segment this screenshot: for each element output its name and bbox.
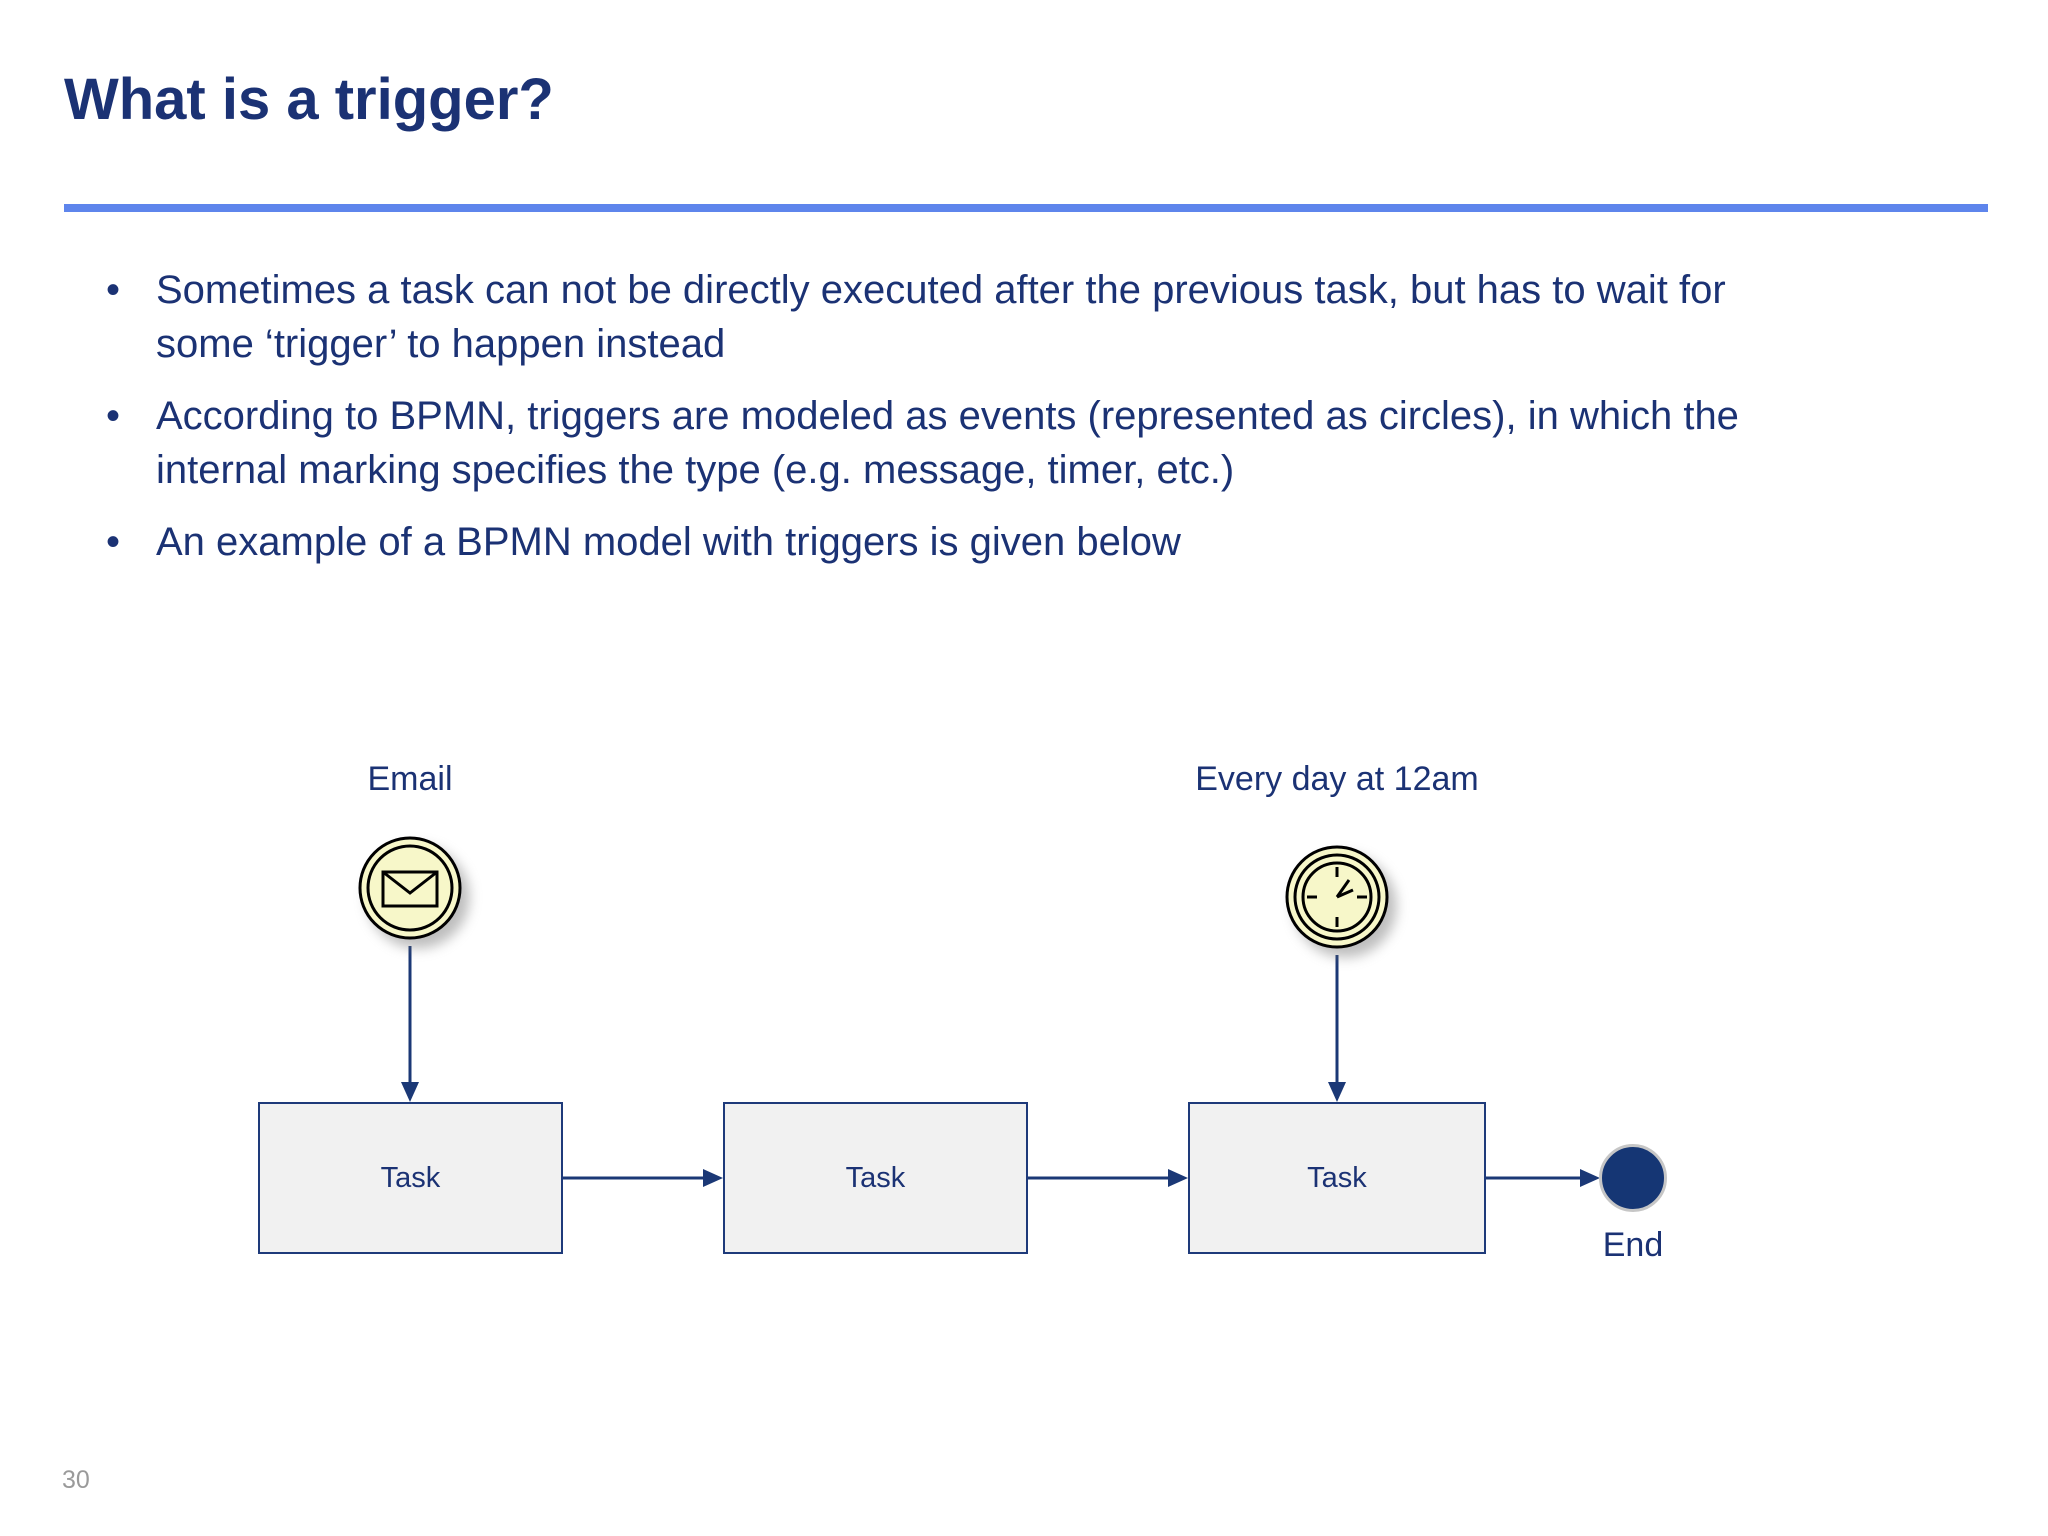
arrow-timer-to-task3 — [1328, 955, 1346, 1102]
task-label: Task — [380, 1161, 441, 1194]
task-box-2: Task — [723, 1102, 1028, 1254]
arrow-task3-to-end — [1486, 1169, 1600, 1187]
page-title: What is a trigger? — [64, 67, 554, 132]
bullet-text: An example of a BPMN model with triggers… — [156, 520, 1181, 565]
bullet-marker: • — [106, 268, 121, 312]
bullet-marker: • — [106, 394, 121, 439]
task-label: Task — [845, 1161, 906, 1194]
end-event-circle — [1599, 1144, 1667, 1212]
bullet-marker: • — [106, 520, 121, 565]
timer-event-label: Every day at 12am — [1195, 760, 1479, 798]
bullet-item: • Sometimes a task can not be directly e… — [106, 264, 1810, 371]
task-box-1: Task — [258, 1102, 563, 1254]
page-number: 30 — [62, 1466, 90, 1494]
bpmn-diagram: Email Every day at 12am Task Task — [0, 700, 2048, 1400]
bullet-list: • Sometimes a task can not be directly e… — [106, 264, 1810, 589]
arrow-message-to-task1 — [401, 946, 419, 1102]
timer-event-icon — [1285, 845, 1389, 949]
task-label: Task — [1307, 1161, 1367, 1194]
bullet-item: • An example of a BPMN model with trigge… — [106, 516, 1810, 570]
bullet-text: According to BPMN, triggers are modeled … — [156, 394, 1739, 492]
message-event-label: Email — [367, 760, 453, 798]
title-divider — [64, 204, 1988, 212]
end-event-label: End — [1602, 1226, 1664, 1264]
task-box-3: Task — [1188, 1102, 1486, 1254]
arrow-task2-to-task3 — [1028, 1169, 1188, 1187]
bullet-item: • According to BPMN, triggers are modele… — [106, 390, 1810, 497]
message-event-icon — [358, 836, 462, 940]
bullet-text: Sometimes a task can not be directly exe… — [156, 268, 1726, 366]
arrow-task1-to-task2 — [563, 1169, 723, 1187]
